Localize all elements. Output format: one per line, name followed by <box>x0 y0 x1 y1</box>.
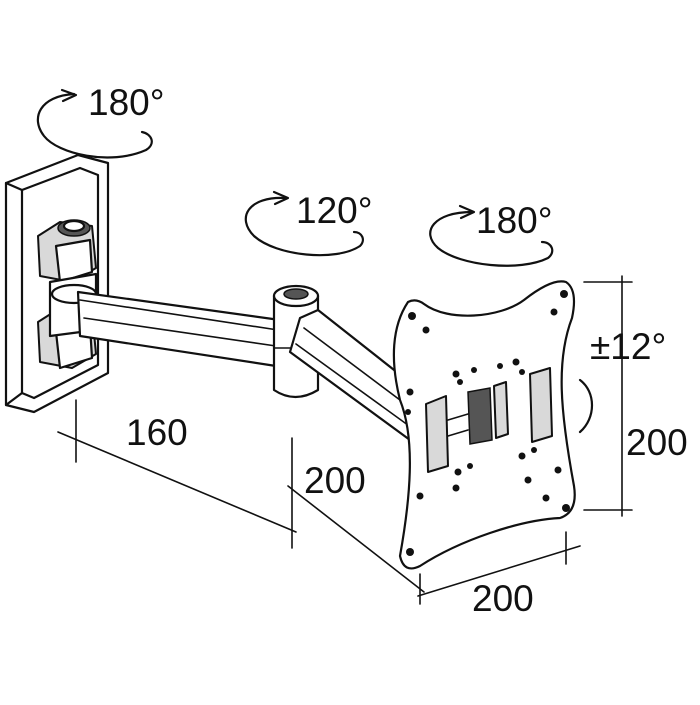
vesa-width-label: 200 <box>472 578 534 619</box>
arm2-length-label: 200 <box>304 460 366 501</box>
dimension-arm1 <box>57 399 297 549</box>
dimension-vesa-width <box>417 531 581 597</box>
dimension-vesa-height <box>583 275 633 517</box>
rotation-arc-arm <box>244 190 364 257</box>
rotation-arc-wall <box>36 88 153 159</box>
vesa-plate <box>392 280 576 570</box>
vesa-holes <box>405 290 570 556</box>
rotation-arc-head <box>429 204 554 267</box>
tilt-angle-label: ±12° <box>590 326 667 367</box>
arm-rotation-label: 120° <box>296 190 373 231</box>
head-rotation-label: 180° <box>476 200 553 241</box>
arm1-length-label: 160 <box>126 412 188 453</box>
dimension-arm2 <box>287 485 425 605</box>
vesa-height-label: 200 <box>626 422 688 463</box>
wall-rotation-label: 180° <box>88 82 165 123</box>
tilt-arc <box>578 378 593 434</box>
wall-hinge <box>37 219 98 370</box>
